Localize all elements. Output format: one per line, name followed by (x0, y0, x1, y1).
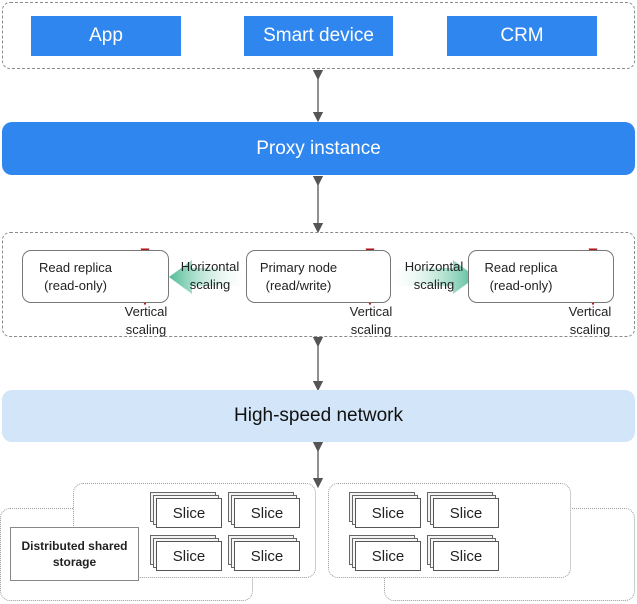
distributed-storage-label: Distributed shared storage (10, 527, 139, 581)
client-app: App (31, 16, 181, 56)
vertical-scaling-label-primary: Vertical scaling (338, 303, 404, 339)
slice-group: Slice (427, 535, 499, 571)
slice-group: Slice (349, 535, 421, 571)
storage-label-line1: Distributed shared (21, 539, 128, 553)
label-line: scaling (350, 322, 392, 337)
slice-label: Slice (234, 498, 300, 528)
horizontal-scaling-label-left: Horizontal scaling (172, 258, 248, 294)
read-replica-right: Read replica (read-only) (468, 250, 614, 303)
node-label-line2: (read/write) (265, 277, 332, 293)
label-line: scaling (189, 277, 231, 292)
node-label-line1: Read replica (484, 259, 558, 275)
slice-label: Slice (433, 541, 499, 571)
slice-label: Slice (234, 541, 300, 571)
vertical-scaling-label-left: Vertical scaling (113, 303, 179, 339)
label-line: Horizontal (180, 259, 240, 274)
label-line: scaling (569, 322, 611, 337)
slice-group: Slice (150, 535, 222, 571)
slice-label: Slice (156, 541, 222, 571)
read-replica-left: Read replica (read-only) (22, 250, 169, 303)
label-line: Vertical (568, 304, 612, 319)
storage-label-line2: storage (52, 555, 97, 569)
slice-group: Slice (427, 492, 499, 528)
node-label-line2: (read-only) (489, 277, 553, 293)
client-crm: CRM (447, 16, 597, 56)
node-label-line1: Primary node (259, 259, 338, 275)
label-line: scaling (413, 277, 455, 292)
slice-group: Slice (150, 492, 222, 528)
slice-group: Slice (228, 535, 300, 571)
slice-group: Slice (349, 492, 421, 528)
node-label-line1: Read replica (39, 259, 112, 275)
node-label-line2: (read-only) (44, 277, 107, 293)
label-line: scaling (125, 322, 167, 337)
high-speed-network: High-speed network (2, 390, 635, 442)
slice-label: Slice (355, 498, 421, 528)
slice-group: Slice (228, 492, 300, 528)
slice-label: Slice (433, 498, 499, 528)
primary-node: Primary node (read/write) (246, 250, 391, 303)
client-smart-device: Smart device (244, 16, 393, 56)
slice-label: Slice (156, 498, 222, 528)
label-line: Horizontal (404, 259, 464, 274)
horizontal-scaling-label-right: Horizontal scaling (396, 258, 472, 294)
client-layer (2, 2, 635, 69)
slice-label: Slice (355, 541, 421, 571)
proxy-instance: Proxy instance (2, 122, 635, 175)
vertical-scaling-label-right: Vertical scaling (557, 303, 623, 339)
label-line: Vertical (349, 304, 393, 319)
cluster-layer (2, 232, 635, 337)
label-line: Vertical (124, 304, 168, 319)
